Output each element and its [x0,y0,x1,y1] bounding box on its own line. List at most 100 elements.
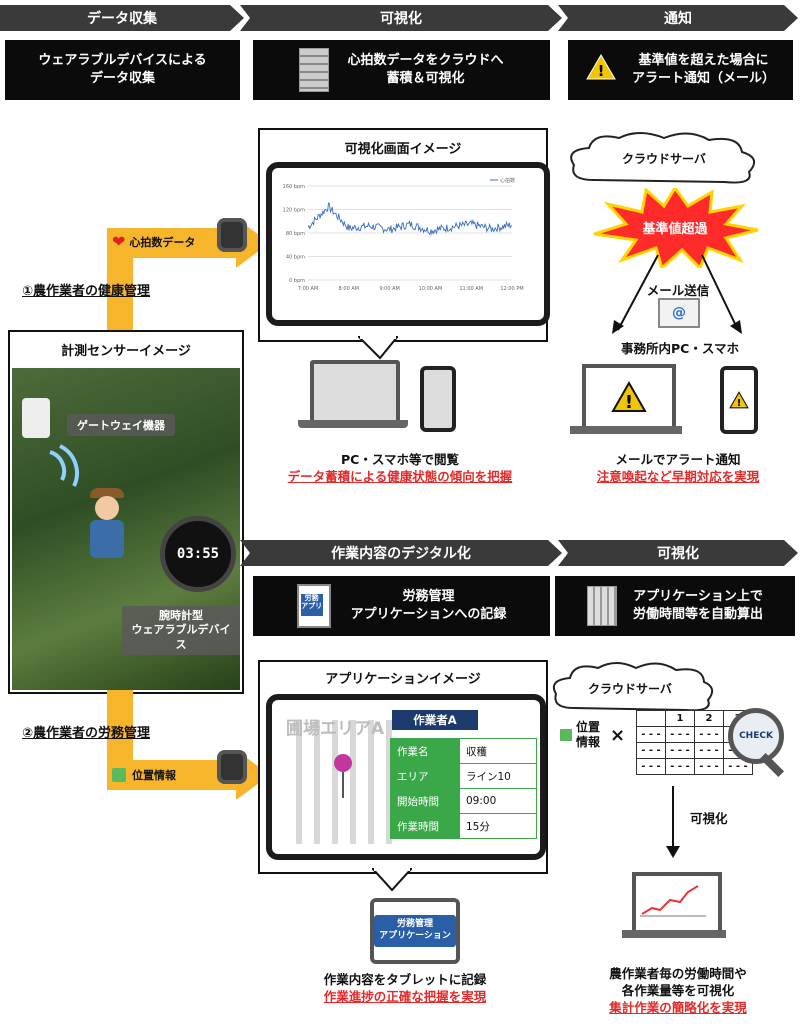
result-caption-text: 農作業者毎の労働時間や 各作業量等を可視化 [609,966,747,998]
check-magnifier-icon: CHECK [728,708,784,764]
heart-rate-series-line [307,202,513,236]
box-visualize-text: 心拍数データをクラウドへ 蓄積＆可視化 [347,53,504,86]
step-digitize: 作業内容のデジタル化 [240,540,562,566]
tablet-highlight-text: 作業進捗の正確な把握を実現 [323,988,487,1004]
grid-cell: - - - [636,726,666,743]
svg-text:!: ! [598,62,605,80]
signal-waves-icon [49,444,79,487]
step-label: 作業内容のデジタル化 [331,546,471,562]
row-key: 開始時間 [390,788,460,814]
down-arrow-line [672,786,674,850]
box-notify: ! 基準値を超えた場合に アラート通知（メール） [568,40,793,100]
worker-badge: 作業者A [392,710,478,730]
svg-text:!: ! [737,398,742,409]
x-tick-label: 9:00 AM [379,286,400,292]
y-tick-label: 0 bpm [289,278,305,284]
grid-cell: - - - [694,758,724,775]
watch-icon-top [217,218,247,252]
view-caption-text: PC・スマホ等で閲覧 [341,452,459,467]
x-tick-label: 11:00 AM [459,286,483,292]
tablet-caption-text: 作業内容をタブレットに記録 [323,972,487,987]
grid-cell: - - - [694,742,724,759]
alert-arrows [612,254,742,334]
step-visualize-bottom: 可視化 [558,540,798,566]
line-graph-icon [640,885,706,917]
alert-laptop-icon: ! [582,364,676,430]
health-management-title: ①農作業者の健康管理 [22,284,151,299]
warning-icon: ! [611,381,647,413]
app-title: アプリケーションイメージ [325,672,481,687]
gateway-device [22,398,50,438]
heart-rate-text: 心拍数データ [129,235,196,249]
mail-icon: @ [658,298,700,328]
step-data-collection: データ収集 [0,5,244,31]
legend-label: 心拍数 [500,177,515,184]
tablet-icon: 労務管理 アプリケーション [370,898,460,964]
watch-face: 03:55 [160,516,236,592]
box-calc: アプリケーション上で 労働時間等を自動算出 [555,576,795,636]
step-label: 通知 [664,11,692,27]
calculator-icon [586,586,617,626]
labor-app-icon: 労務 アプリ [296,584,331,628]
map-pin-icon [560,729,572,741]
warning-icon: ! [729,391,749,409]
svg-text:!: ! [625,392,633,413]
sensor-title: 計測センサーイメージ [61,344,191,359]
box-record-text: 労務管理 アプリケーションへの記録 [350,589,507,622]
row-value: ライン10 [459,763,537,789]
app-callout-tail [372,868,412,892]
warning-icon: ! [586,54,616,86]
grid-empty [636,710,666,727]
step-visualize: 可視化 [240,5,562,31]
location-info: 位置 情報 × [560,720,625,750]
result-laptop-base [622,930,726,938]
box-collect: ウェアラブルデバイスによる データ収集 [5,40,240,100]
gateway-label: ゲートウェイ機器 [67,414,175,436]
labor-management-title: ②農作業者の労務管理 [22,726,151,741]
sensor-panel: 計測センサーイメージ ゲートウェイ機器 03:55 腕時計型 ウェアラブルデバイ… [8,330,244,694]
cloud-label-bottom: クラウドサーバ [588,682,672,696]
x-tick-label: 7:00 AM [298,286,319,292]
grid-cell: - - - [665,742,695,759]
cloud-label-top: クラウドサーバ [622,152,706,166]
location-text: 位置情報 [132,769,176,782]
heart-icon: ❤ [112,232,126,251]
tablet-label: 労務管理 アプリケーション [374,915,456,947]
field-label: 圃場エリアA [286,719,385,739]
row-key: エリア [390,763,460,789]
table-row: エリアライン10 [390,763,537,789]
location-label: 位置情報 [112,767,176,783]
watch-icon-bottom [217,750,247,784]
step-label: 可視化 [657,546,699,562]
view-highlight-text: データ蓄積による健康状態の傾向を把握 [287,468,513,484]
cloud-server-bottom [552,662,714,712]
heart-rate-label: ❤ 心拍数データ [112,232,195,251]
grid-head: 2 [694,710,724,727]
result-highlight-text: 集計作業の簡略化を実現 [609,999,747,1015]
step-label: 可視化 [380,11,422,27]
location-info-text: 位置 情報 [576,720,601,749]
box-calc-text: アプリケーション上で 労働時間等を自動算出 [632,589,763,622]
x-tick-label: 8:00 AM [339,286,360,292]
step-label: データ収集 [87,11,157,27]
field-bars [290,720,400,844]
tablet-caption: 作業内容をタブレットに記録 作業進捗の正確な把握を実現 [255,972,555,1006]
map-pin-stem [342,772,344,798]
view-caption: PC・スマホ等で閲覧 データ蓄積による健康状態の傾向を把握 [250,452,550,486]
check-text: CHECK [739,731,773,741]
result-caption: 農作業者毎の労働時間や 各作業量等を可視化 集計作業の簡略化を実現 [560,966,796,1017]
laptop-base [298,420,408,428]
sensor-photo: ゲートウェイ機器 03:55 腕時計型 ウェアラブルデバイス [12,368,240,690]
row-key: 作業名 [390,738,460,764]
watch-time: 03:55 [176,546,220,562]
y-tick-label: 160 bpm [283,184,305,190]
x-tick-label: 12:00 PM [500,286,523,292]
map-pin [334,754,352,772]
grid-cell: - - - [636,742,666,759]
alert-highlight-text: 注意喚起など早期対応を実現 [596,468,760,484]
grid-cell: - - - [636,758,666,775]
